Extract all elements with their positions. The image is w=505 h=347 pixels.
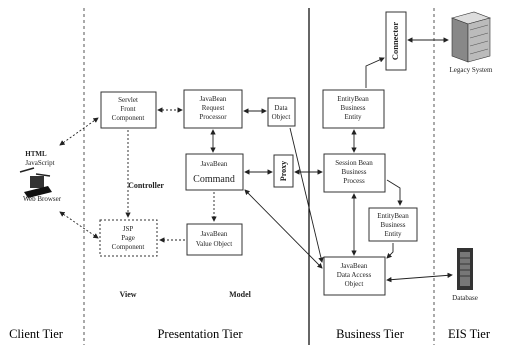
dao-line-1: JavaBean (341, 262, 368, 270)
dao-line-3: Object (345, 280, 364, 288)
client-label-2: JavaScript (25, 159, 54, 167)
view-label: View (119, 290, 136, 299)
entity2-line-2: Business (381, 221, 406, 229)
entity-bean-box-2: EntityBean Business Entity (368, 207, 418, 242)
connector-box: Connector (385, 11, 407, 71)
entity2-line-3: Entity (384, 230, 402, 238)
servlet-box: Servlet Front Component (100, 91, 157, 129)
jsp-page-box: JSP Page Component (99, 219, 158, 257)
session-bean-box: Session Bean Business Process (323, 153, 386, 193)
jsp-line-2: Page (121, 234, 135, 242)
database-icon (457, 248, 473, 290)
eis-tier-label: EIS Tier (448, 327, 491, 341)
entity-bean-box-1: EntityBean Business Entity (322, 89, 385, 129)
entity1-line-3: Entity (344, 113, 362, 121)
request-line-1: JavaBean (200, 95, 227, 103)
legacy-system-label: Legacy System (450, 66, 494, 74)
servlet-line-2: Front (120, 105, 135, 113)
session-line-3: Process (343, 177, 365, 185)
jsp-line-1: JSP (123, 225, 134, 233)
value-line-2: Value Object (196, 240, 232, 248)
client-label-3: Web Browser (23, 195, 62, 203)
client-label-1: HTML (25, 150, 47, 158)
business-tier-label: Business Tier (336, 327, 405, 341)
controller-label: Controller (128, 181, 164, 190)
data-object-line-1: Data (274, 104, 288, 112)
model-label: Model (229, 290, 252, 299)
proxy-box: Proxy (273, 154, 294, 188)
legacy-system-icon (451, 11, 491, 63)
arrows (59, 37, 453, 283)
data-object-box: Data Object (267, 97, 296, 127)
command-line-1: JavaBean (201, 160, 228, 168)
request-line-2: Request (202, 104, 225, 112)
request-line-3: Processor (199, 113, 227, 121)
entity1-line-2: Business (341, 104, 366, 112)
data-object-line-2: Object (272, 113, 291, 121)
session-line-2: Business (342, 168, 367, 176)
connector-label: Connector (390, 22, 400, 60)
proxy-label: Proxy (279, 161, 288, 181)
value-object-box: JavaBean Value Object (186, 223, 243, 256)
servlet-line-1: Servlet (118, 96, 138, 104)
data-access-object-box: JavaBean Data Access Object (323, 256, 386, 296)
entity2-line-1: EntityBean (377, 212, 409, 220)
jsp-line-3: Component (112, 243, 145, 251)
entity1-line-1: EntityBean (337, 95, 369, 103)
database-label: Database (452, 294, 478, 302)
web-browser-icon (19, 167, 52, 198)
request-processor-box: JavaBean Request Processor (183, 89, 243, 129)
client-tier-label: Client Tier (9, 327, 64, 341)
command-line-2: Command (193, 174, 235, 185)
dao-line-2: Data Access (337, 271, 372, 279)
value-line-1: JavaBean (201, 230, 228, 238)
session-line-1: Session Bean (335, 159, 373, 167)
servlet-line-3: Component (112, 114, 145, 122)
presentation-tier-label: Presentation Tier (157, 327, 243, 341)
command-box: JavaBean Command (185, 153, 244, 191)
